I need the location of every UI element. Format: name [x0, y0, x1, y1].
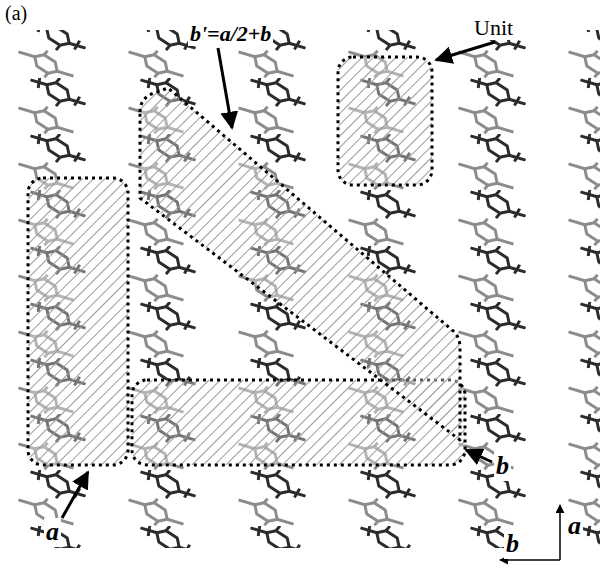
vector-label: b'=a/2+b	[188, 22, 273, 46]
leader-arrow	[466, 450, 492, 462]
axis-label: a	[44, 518, 61, 547]
a-axis-region	[28, 178, 128, 465]
leader-arrow	[436, 42, 495, 60]
molecule-lattice	[0, 30, 600, 548]
axis-label: a	[566, 512, 583, 541]
axis-label: b	[494, 452, 511, 481]
leader-arrow	[62, 472, 88, 518]
unit-cell-region	[338, 57, 432, 185]
unit-label: Unit	[472, 16, 515, 40]
axis-arrow	[500, 559, 560, 561]
axis-arrow	[559, 505, 561, 560]
axis-label: b	[504, 530, 521, 559]
leader-arrow	[218, 48, 232, 128]
panel-label: (a)	[3, 2, 29, 24]
